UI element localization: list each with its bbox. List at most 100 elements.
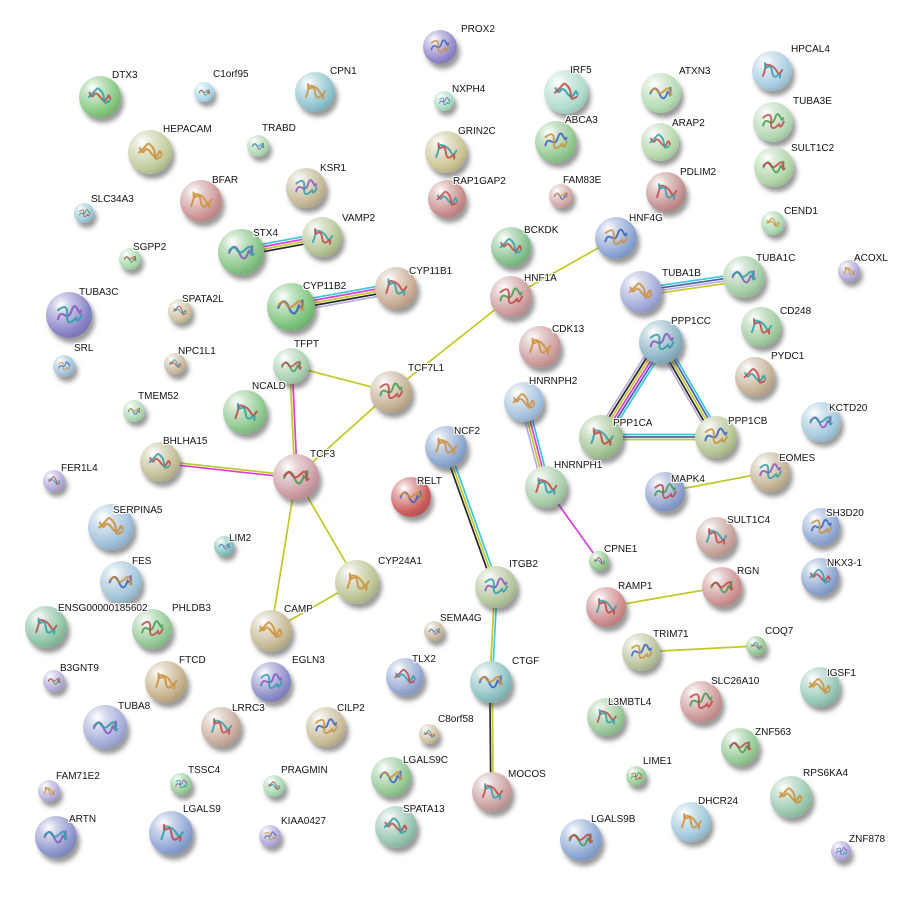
protein-node-TUBA3E[interactable] [753, 102, 793, 142]
edge-line-textmining[interactable] [270, 476, 297, 632]
protein-node-EGLN3[interactable] [251, 662, 291, 702]
protein-node-TFPT[interactable] [273, 348, 309, 384]
protein-node-CDK13[interactable] [519, 326, 561, 368]
ribbon-stroke [384, 817, 407, 835]
protein-node-PHLDB3[interactable] [132, 609, 172, 649]
protein-node-STX4[interactable] [218, 229, 264, 275]
protein-node-C8orf58[interactable] [419, 724, 439, 744]
protein-structure-icon [762, 62, 784, 79]
protein-node-HNRNPH2[interactable] [504, 382, 544, 422]
edge-line-textmining[interactable] [390, 296, 512, 393]
protein-node-RPS6KA4[interactable] [770, 776, 812, 818]
protein-structure-icon [43, 786, 56, 796]
protein-node-HPCAL4[interactable] [752, 51, 792, 91]
protein-node-FTCD[interactable] [145, 661, 187, 703]
ribbon-stroke [234, 404, 258, 419]
ribbon-stroke [394, 672, 416, 682]
protein-node-SERPINA5[interactable] [88, 504, 134, 550]
protein-node-NCALD[interactable] [223, 390, 267, 434]
edge-TRIM71-COQ7[interactable] [640, 645, 757, 653]
protein-label-CYP11B1: CYP11B1 [409, 266, 453, 277]
protein-node-RAP1GAP2[interactable] [428, 180, 466, 218]
protein-node-KCTD20[interactable] [801, 402, 841, 442]
protein-node-TCF3[interactable] [273, 454, 319, 500]
protein-node-TLX2[interactable] [386, 658, 424, 696]
protein-node-PYDC1[interactable] [735, 357, 775, 397]
protein-node-RAMP1[interactable] [586, 587, 626, 627]
protein-node-ATXN3[interactable] [641, 73, 681, 113]
ribbon-stroke [127, 407, 140, 415]
edge-NCF2-ITGB2[interactable] [442, 445, 500, 589]
protein-structure-icon [704, 427, 729, 445]
protein-node-BHLHA15[interactable] [140, 442, 180, 482]
ribbon-stroke [44, 830, 68, 844]
ribbon-stroke [428, 627, 440, 635]
protein-node-CD248[interactable] [741, 307, 781, 347]
edge-line-textmining[interactable] [445, 446, 497, 588]
protein-node-LGALS9B[interactable] [560, 819, 602, 861]
protein-node-KSR1[interactable] [286, 168, 326, 208]
protein-node-CYP11B1[interactable] [375, 267, 417, 309]
protein-node-TSSC4[interactable] [170, 773, 192, 795]
protein-node-DHCR24[interactable] [671, 802, 711, 842]
protein-node-PDLIM2[interactable] [646, 172, 686, 212]
edge-line-databases[interactable] [447, 445, 500, 587]
protein-node-ABCA3[interactable] [535, 121, 577, 163]
protein-node-ZNF563[interactable] [721, 728, 759, 766]
protein-node-KIAA0427[interactable] [259, 825, 281, 847]
protein-structure-icon [706, 528, 728, 545]
protein-node-CAMP[interactable] [250, 610, 292, 652]
protein-node-GRIN2C[interactable] [425, 131, 467, 173]
protein-node-COQ7[interactable] [746, 636, 766, 656]
protein-node-TUBA3C[interactable] [46, 292, 92, 338]
ribbon-stroke [512, 393, 535, 409]
protein-node-CPN1[interactable] [295, 72, 335, 112]
protein-node-IRF5[interactable] [544, 70, 588, 114]
ribbon-stroke [596, 599, 618, 614]
protein-node-SLC34A3[interactable] [74, 203, 94, 223]
protein-structure-icon [47, 476, 61, 485]
protein-node-PRAGMIN[interactable] [263, 775, 285, 797]
protein-node-CTGF[interactable] [470, 661, 512, 703]
protein-label-SLC26A10: SLC26A10 [711, 676, 760, 687]
protein-node-FAM71E2[interactable] [38, 780, 60, 802]
edge-line-coexpression[interactable] [442, 447, 495, 589]
edge-TCF3-CAMP[interactable] [270, 476, 297, 632]
protein-node-TRABD[interactable] [247, 135, 269, 157]
protein-node-HNRNPH1[interactable] [525, 466, 567, 508]
protein-node-FES[interactable] [100, 561, 142, 603]
protein-label-RAP1GAP2: RAP1GAP2 [453, 176, 506, 187]
protein-node-TCF7L1[interactable] [370, 371, 412, 413]
protein-node-DTX3[interactable] [79, 76, 121, 118]
protein-node-LIME1[interactable] [626, 766, 646, 786]
protein-node-SRL[interactable] [53, 355, 75, 377]
protein-structure-icon [190, 191, 213, 210]
edge-line-textmining[interactable] [640, 645, 757, 653]
protein-structure-icon [710, 580, 734, 594]
protein-node-ITGB2[interactable] [475, 566, 517, 608]
protein-structure-icon [732, 270, 757, 284]
protein-node-SULT1C2[interactable] [754, 147, 794, 187]
protein-node-MOCOS[interactable] [472, 772, 512, 812]
protein-node-CYP24A1[interactable] [335, 560, 379, 604]
protein-node-BFAR[interactable] [180, 180, 222, 222]
protein-node-TMEM52[interactable] [123, 400, 145, 422]
protein-node-VAMP2[interactable] [302, 217, 342, 257]
protein-node-NXPH4[interactable] [434, 91, 454, 111]
protein-node-PROX2[interactable] [423, 30, 457, 64]
protein-node-C1orf95[interactable] [194, 82, 214, 102]
protein-node-TUBA1B[interactable] [620, 271, 662, 313]
protein-node-SEMA4G[interactable] [424, 621, 444, 641]
protein-node-LGALS9[interactable] [149, 811, 193, 855]
ribbon-stroke [58, 361, 71, 369]
edge-TCF7L1-HNF1A[interactable] [390, 296, 512, 393]
protein-node-ENSG00000185602[interactable] [25, 606, 67, 648]
protein-structure-icon [44, 830, 69, 844]
protein-node-RGN[interactable] [702, 567, 742, 607]
protein-node-LGALS9C[interactable] [371, 757, 411, 797]
protein-node-HEPACAM[interactable] [128, 130, 172, 174]
protein-node-ZNF878[interactable] [831, 841, 851, 861]
protein-node-FAM83E[interactable] [549, 184, 573, 208]
protein-node-SLC26A10[interactable] [680, 681, 722, 723]
protein-node-CEND1[interactable] [761, 211, 785, 235]
